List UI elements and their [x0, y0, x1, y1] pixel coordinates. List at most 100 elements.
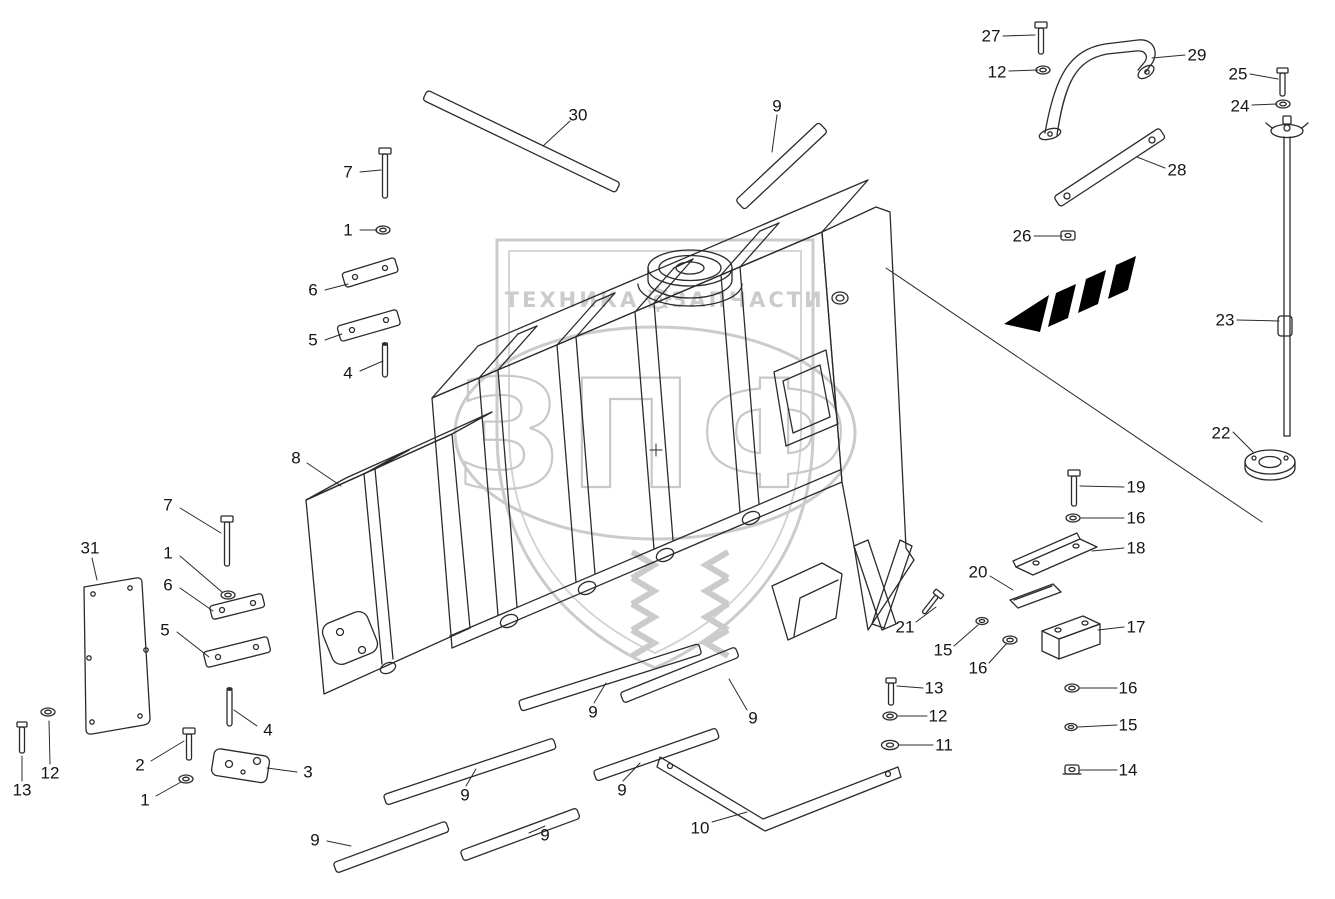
tank-strap-2 [556, 292, 616, 596]
leader-lines [21, 34, 1280, 847]
filler-platform [637, 283, 743, 307]
part-20-plate [1009, 583, 1062, 609]
part-number-17-42: 17 [1126, 617, 1146, 637]
mounting-frame [771, 206, 915, 641]
part-7-bolt-top [378, 147, 392, 199]
part-number-15-40: 15 [933, 640, 953, 660]
part-number-25-3: 25 [1228, 64, 1248, 84]
part-number-8-16: 8 [291, 448, 301, 468]
part-1-washer-bottomleft [178, 774, 194, 784]
part-13-screw-left [16, 721, 28, 754]
part-21-screw [921, 588, 945, 615]
part-5-plate-left [203, 636, 271, 668]
part-number-1-27: 1 [140, 790, 150, 810]
part-number-13-25: 13 [12, 780, 32, 800]
watermark: ТЕХНИКА ЗАПЧАСТИ ЗПФ [453, 238, 857, 670]
part-number-13-46: 13 [924, 678, 944, 698]
part-18-bracket [1012, 532, 1098, 576]
part-number-9-30: 9 [460, 785, 470, 805]
part-number-30-9: 30 [568, 105, 588, 125]
part-7-bolt-left [220, 515, 234, 567]
tank-strap-3 [634, 258, 694, 563]
part-number-7-17: 7 [163, 495, 173, 515]
part-number-4-22: 4 [263, 720, 273, 740]
part-number-12-26: 12 [40, 763, 60, 783]
part-30-strip [422, 90, 620, 193]
part-29-handle [1038, 39, 1156, 141]
direction-arrow-icon [1004, 256, 1136, 332]
part-6-plate-top [341, 257, 399, 288]
part-15-washer-a [975, 616, 989, 626]
part-number-31-21: 31 [80, 538, 100, 558]
part-4-pin-left [226, 687, 233, 727]
part-23-fuel-sender [1265, 115, 1309, 437]
part-number-7-11: 7 [343, 162, 353, 182]
part-number-4-15: 4 [343, 363, 353, 383]
part-3-plate [210, 748, 271, 784]
part-number-2-23: 2 [135, 755, 145, 775]
part-15-washer-b [1064, 722, 1078, 732]
part-number-6-13: 6 [308, 280, 318, 300]
part-27-bolt [1034, 21, 1048, 55]
part-31-panel [83, 577, 151, 735]
part-number-28-5: 28 [1167, 160, 1187, 180]
part-1-washer-top [375, 225, 391, 235]
part-number-9-10: 9 [772, 96, 782, 116]
part-14-nut [1062, 764, 1082, 775]
part-19-bolt [1067, 469, 1081, 507]
part-number-10-34: 10 [690, 818, 710, 838]
fuel-tank-body [431, 179, 869, 649]
center-mark [649, 443, 663, 457]
part-9-strips-bottom [333, 643, 739, 873]
part-1-washer-left [220, 590, 236, 600]
part-number-18-37: 18 [1126, 538, 1146, 558]
part-number-5-20: 5 [160, 620, 170, 640]
part-17-bracket [1041, 615, 1101, 660]
part-22-sender-flange [1244, 449, 1296, 481]
gear-icon [645, 286, 671, 312]
part-number-21-39: 21 [895, 617, 915, 637]
part-number-16-36: 16 [1126, 508, 1146, 528]
part-number-22-8: 22 [1211, 423, 1231, 443]
part-number-9-31: 9 [617, 780, 627, 800]
part-number-14-45: 14 [1118, 760, 1138, 780]
part-26-nut [1060, 230, 1076, 241]
part-5-plate-top [336, 309, 401, 342]
part-11-washer [880, 739, 900, 751]
part-9-strip-top [736, 122, 827, 210]
part-16-washer-b [1002, 635, 1018, 645]
part-4-pin-top [381, 342, 389, 378]
watermark-shield-outer [495, 238, 815, 670]
part-number-1-18: 1 [163, 543, 173, 563]
part-12-washer-left [40, 707, 56, 717]
part-10-bent-strip [656, 756, 902, 832]
part-number-9-28: 9 [588, 702, 598, 722]
part-number-1-12: 1 [343, 220, 353, 240]
part-number-5-14: 5 [308, 330, 318, 350]
part-number-16-41: 16 [968, 658, 988, 678]
part-13-screw-right [885, 677, 897, 706]
part-number-26-6: 26 [1012, 226, 1032, 246]
watermark-wheat-ornament [630, 549, 730, 659]
part-number-12-47: 12 [928, 706, 948, 726]
part-12-washer-right [882, 711, 898, 721]
filler-neck [647, 249, 733, 299]
part-number-9-33: 9 [540, 825, 550, 845]
tank-strap-4 [720, 222, 780, 526]
part-2-bolt [182, 727, 196, 761]
part-number-6-19: 6 [163, 575, 173, 595]
part-number-27-0: 27 [981, 26, 1001, 46]
part-number-9-32: 9 [310, 830, 320, 850]
part-number-16-43: 16 [1118, 678, 1138, 698]
part-number-20-38: 20 [968, 562, 988, 582]
watermark-logo-text: ЗПФ [456, 349, 855, 523]
part-number-23-7: 23 [1215, 310, 1235, 330]
part-number-29-2: 29 [1187, 45, 1207, 65]
part-6-plate-left [209, 593, 266, 620]
tank-front-section [305, 411, 493, 695]
part-24-washer [1275, 99, 1291, 109]
part-16-washer-a [1065, 513, 1081, 523]
part-25-bolt [1276, 67, 1289, 97]
